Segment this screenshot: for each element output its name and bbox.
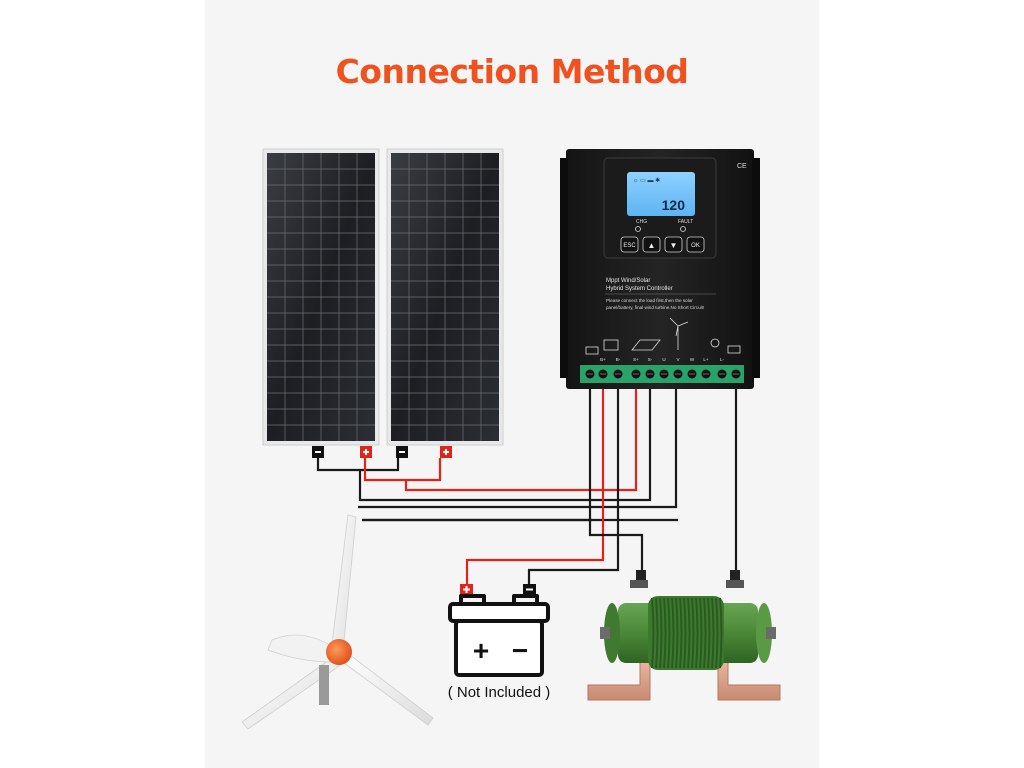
controller-label-1: Mppt Wind/Solar xyxy=(606,278,650,284)
solar-panel-icon xyxy=(631,339,661,351)
controller-label-2: Hybrid System Controller xyxy=(606,286,673,292)
ok-button xyxy=(686,236,705,253)
page-title: Connection Method xyxy=(335,52,689,91)
esc-button xyxy=(620,236,639,253)
panel-terminals xyxy=(312,446,452,458)
controller-note-2: panel/battery, final wind turbine.No Sho… xyxy=(606,305,704,310)
svg-text:ESC: ESC xyxy=(623,243,636,249)
terminal-label: B- xyxy=(616,357,621,362)
plus-icon: + xyxy=(473,635,489,666)
turbine-hub xyxy=(326,639,352,665)
terminal-label: B+ xyxy=(600,357,606,362)
svg-text:▲: ▲ xyxy=(648,241,656,250)
lcd-display xyxy=(627,172,695,216)
solar-panel-left xyxy=(262,148,380,446)
battery-icon xyxy=(603,339,619,351)
svg-text:▼: ▼ xyxy=(670,241,678,250)
hybrid-controller: ☼ ▭ ▬ ✱ 120 CHG FAULT ESC ▲ ▼ OK CE Mppt… xyxy=(560,149,760,389)
dump-load-resistor xyxy=(587,570,781,701)
terminal-label: S- xyxy=(648,357,653,362)
controller-note-1: Please connect the load first,then the s… xyxy=(606,298,693,303)
terminal-label: U xyxy=(662,357,665,362)
fault-label: FAULT xyxy=(678,219,693,225)
terminal-label: W xyxy=(690,357,695,362)
minus-icon xyxy=(315,451,321,453)
controller-buttons: ESC ▲ ▼ OK xyxy=(620,236,705,253)
terminal-label: L- xyxy=(720,357,725,362)
solar-panel-right xyxy=(386,148,504,446)
wiring xyxy=(316,385,738,590)
terminal-label: V xyxy=(676,357,679,362)
svg-text:☼ ▭ ▬ ✱: ☼ ▭ ▬ ✱ xyxy=(633,177,660,184)
battery: + − ( Not Included ) xyxy=(448,584,551,701)
ce-mark: CE xyxy=(737,163,747,170)
lamp-icon xyxy=(710,338,720,348)
battery-caption: ( Not Included ) xyxy=(448,684,551,701)
down-button xyxy=(664,236,683,253)
terminal-label: L+ xyxy=(703,357,709,362)
up-button xyxy=(642,236,661,253)
lcd-value: 120 xyxy=(662,197,686,213)
minus-icon: − xyxy=(512,635,528,666)
svg-text:OK: OK xyxy=(691,243,700,249)
wind-turbine xyxy=(241,514,434,730)
terminal-label: S+ xyxy=(633,357,639,362)
chg-label: CHG xyxy=(636,219,647,225)
battery-icon xyxy=(585,346,599,355)
